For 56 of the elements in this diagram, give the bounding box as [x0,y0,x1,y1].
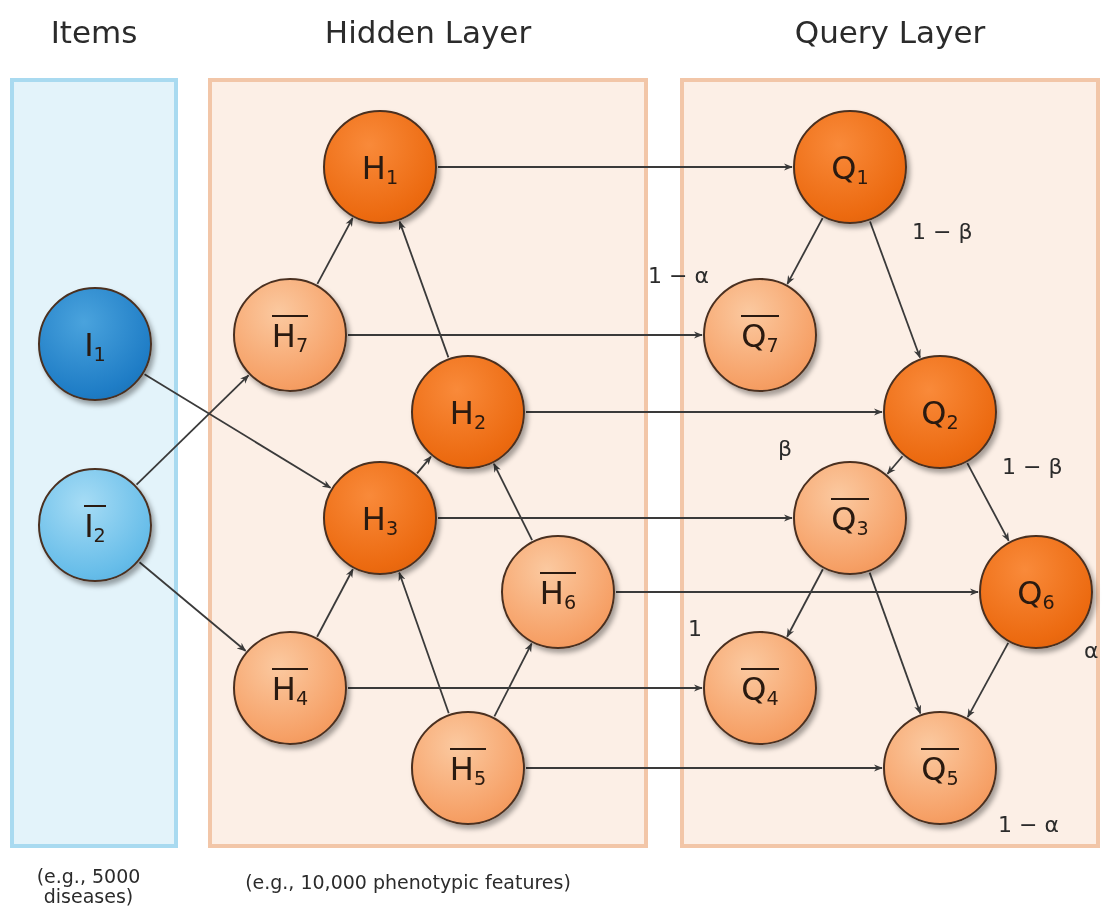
arrow [143,373,332,489]
node-circle [883,711,997,825]
arrow [786,568,824,638]
node-label: Q$_{5}$ [921,748,959,788]
layer-caption: (e.g., 5000 diseases) [35,866,142,906]
node-label: Q$_{1}$ [831,148,869,187]
arrow [786,217,824,285]
arrow [615,588,979,596]
node-label: H$_{1}$ [361,148,399,187]
arrow [525,408,883,416]
arrow [437,514,793,522]
arrow [138,561,247,652]
layer-heading: Hidden Layer [324,14,532,50]
node-label: H$_{3}$ [361,499,399,538]
arrow [525,764,883,772]
arrow [416,455,432,475]
node-label: H$_{4}$ [271,668,309,708]
node-label: H$_{7}$ [271,315,309,355]
probability-label: 1 [688,616,702,641]
arrow [868,571,922,715]
node-label: I$_{1}$ [84,325,106,364]
arrow [316,568,354,638]
layer-heading: Items [50,14,138,50]
node-label: Q$_{2}$ [921,393,959,432]
probability-label: 1 − α [648,263,709,288]
arrow [966,462,1010,542]
node-label: H$_{2}$ [449,393,487,432]
node-circle [233,631,347,745]
node-label: I$_{2}$ [84,505,106,545]
arrow [135,374,250,486]
node-label: Q$_{4}$ [741,668,779,708]
node-circle [793,461,907,575]
node-circle [323,461,437,575]
probability-label: α [1084,638,1099,663]
arrow [398,571,450,715]
node-label: Q$_{3}$ [831,498,869,538]
arrow [493,642,533,718]
arrow [437,163,793,171]
arrow [347,684,703,692]
probability-label: 1 − α [998,812,1059,837]
arrow [316,217,354,285]
node-label: Q$_{6}$ [1017,573,1055,612]
node-label: H$_{5}$ [449,748,487,788]
probability-label: 1 − β [912,219,973,244]
node-label: H$_{6}$ [539,572,577,612]
layer-heading: Query Layer [794,14,986,50]
node-label: Q$_{7}$ [741,315,779,355]
arrow [398,220,450,359]
arrow [966,642,1010,718]
probability-label: 1 − β [1002,454,1063,479]
arrow [347,331,703,339]
arrow [869,220,921,359]
layer-caption: (e.g., 10,000 phenotypic features) [244,872,572,892]
arrow [886,455,904,475]
probability-label: β [778,436,793,461]
arrow [493,463,533,541]
